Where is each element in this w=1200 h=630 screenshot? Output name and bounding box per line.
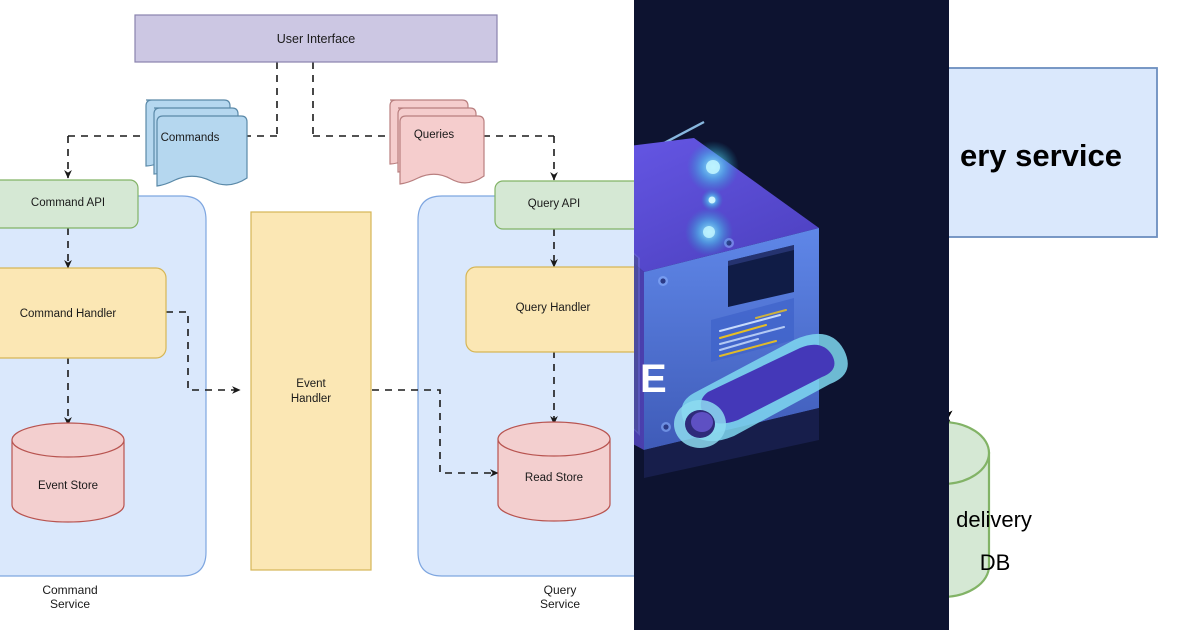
command-service-caption: Command Service <box>42 583 97 611</box>
command-service-caption-line2: Service <box>50 597 90 611</box>
node-queries-label: Queries <box>414 129 455 141</box>
node-queries[interactable]: Queries <box>389 99 485 185</box>
node-event-handler[interactable]: Event Handler <box>250 211 372 571</box>
node-delivery-db-label-line2: DB <box>980 550 1011 575</box>
edge-event-handler-to-read-store <box>372 389 499 477</box>
node-query-api-label: Query API <box>528 198 580 210</box>
node-command-handler[interactable]: Command Handler <box>0 267 167 359</box>
node-user-interface-label: User Interface <box>277 32 356 46</box>
handle-assembly <box>674 333 848 448</box>
cqrs-diagram-svg: User Interface Commands Queries Command … <box>0 14 634 611</box>
data-plate <box>711 298 794 362</box>
node-user-interface[interactable]: User Interface <box>134 14 498 63</box>
server-box-bottom <box>644 408 819 478</box>
command-service-caption-line1: Command <box>42 583 97 597</box>
query-service-caption: Query Service <box>540 583 580 611</box>
node-delivery-service[interactable]: ery service <box>949 67 1158 238</box>
node-delivery-service-label: ery service <box>960 138 1122 173</box>
node-command-api-label: Command API <box>31 197 105 209</box>
node-read-store-label: Read Store <box>525 472 583 484</box>
server-box-top <box>634 138 819 272</box>
command-service-container <box>0 195 207 577</box>
query-service-caption-line2: Service <box>540 597 580 611</box>
delivery-svg: ery service delivery DB <box>949 67 1158 598</box>
illustration-panel: E <box>634 0 949 630</box>
server-box-side-highlight <box>634 252 640 436</box>
display-window <box>728 245 794 307</box>
node-query-handler-label: Query Handler <box>516 302 591 314</box>
node-query-api[interactable]: Query API <box>494 180 634 230</box>
node-delivery-db-label-line1: delivery <box>956 507 1032 532</box>
server-box-side-strip <box>634 254 638 432</box>
node-read-store[interactable]: Read Store <box>497 421 611 522</box>
query-service-caption-line1: Query <box>544 583 577 597</box>
node-commands-label: Commands <box>161 132 220 144</box>
glow-dots <box>685 141 739 256</box>
node-event-store[interactable]: Event Store <box>11 422 125 523</box>
node-commands[interactable]: Commands <box>145 99 248 187</box>
illustration-partial-text: E <box>640 357 667 401</box>
delivery-panel: ery service delivery DB <box>949 0 1200 630</box>
node-query-handler[interactable]: Query Handler <box>465 266 634 353</box>
node-event-store-label: Event Store <box>38 480 98 492</box>
cqrs-diagram-panel: User Interface Commands Queries Command … <box>0 14 634 611</box>
node-command-handler-label: Command Handler <box>20 308 117 320</box>
node-delivery-db[interactable]: delivery DB <box>949 421 1032 598</box>
node-event-handler-label-line1: Event <box>296 378 326 390</box>
illustration-svg: E <box>634 0 949 630</box>
node-event-handler-label-line2: Handler <box>291 393 331 405</box>
node-command-api[interactable]: Command API <box>0 179 139 229</box>
